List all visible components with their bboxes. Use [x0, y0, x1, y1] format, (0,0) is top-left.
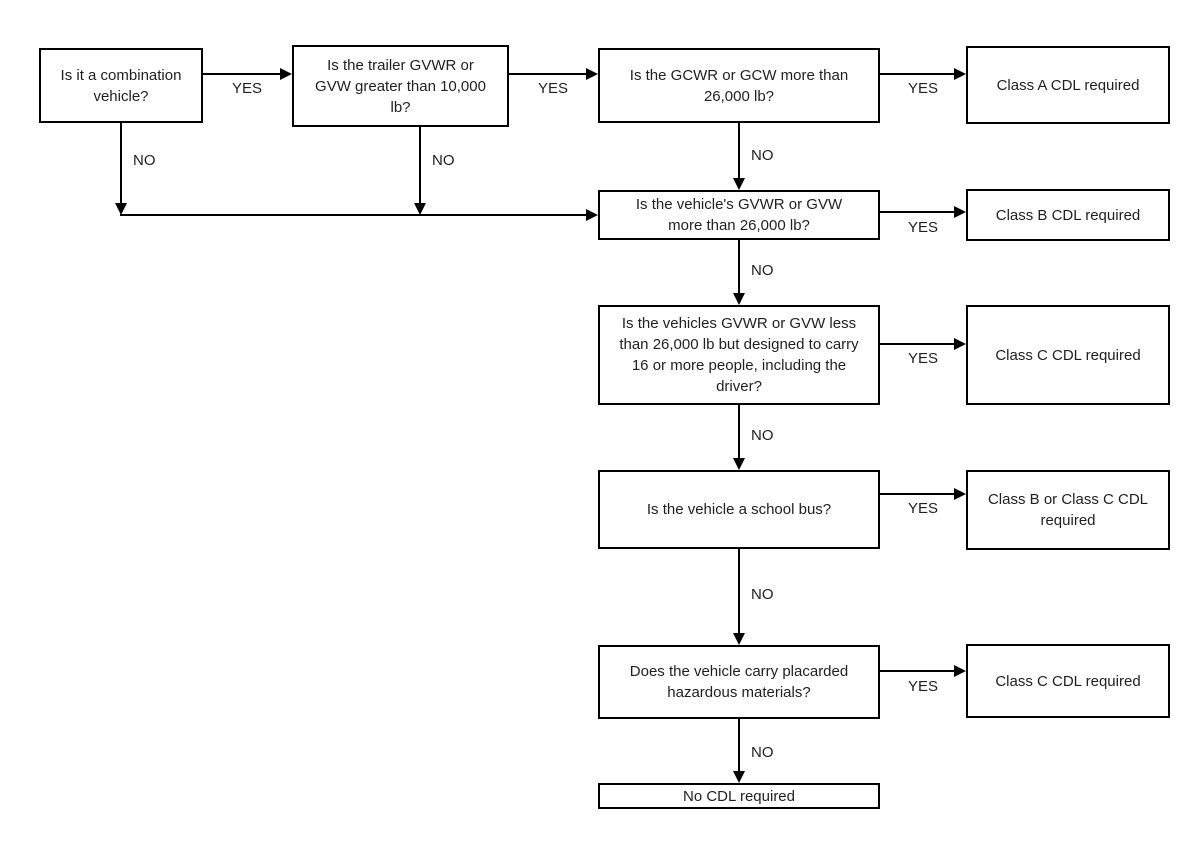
- edge-trailer-no-line: [419, 127, 421, 204]
- arrowhead-down: [733, 771, 745, 783]
- arrowhead-right: [586, 68, 598, 80]
- node-label: Class A CDL required: [996, 76, 1140, 94]
- edge-combination-no-line: [120, 123, 122, 204]
- node-label: Is the GCWR or GCW more than 26,000 lb?: [629, 66, 849, 105]
- edge-label-no: NO: [751, 427, 774, 444]
- node-q-passengers: Is the vehicles GVWR or GVW less than 26…: [598, 305, 880, 405]
- edge-label-no: NO: [133, 152, 156, 169]
- edge-gvwr-classb-line: [880, 211, 955, 213]
- edge-label-no: NO: [751, 586, 774, 603]
- node-label: Class C CDL required: [995, 672, 1141, 690]
- node-r-no-cdl: No CDL required: [598, 783, 880, 809]
- node-r-class-b: Class B CDL required: [966, 189, 1170, 241]
- node-q-school-bus: Is the vehicle a school bus?: [598, 470, 880, 549]
- node-label: Does the vehicle carry placarded hazardo…: [629, 663, 849, 701]
- edge-trailer-gcwr-line: [509, 73, 587, 75]
- arrowhead-right: [586, 209, 598, 221]
- node-r-class-a: Class A CDL required: [966, 46, 1170, 124]
- node-label: Class B or Class C CDL required: [987, 491, 1149, 529]
- edge-label-yes: YES: [908, 350, 939, 367]
- edge-combination-trailer-line: [203, 73, 281, 75]
- node-label: Class B CDL required: [995, 206, 1141, 224]
- node-label: Is the vehicle a school bus?: [646, 501, 832, 518]
- arrowhead-down: [115, 203, 127, 215]
- node-label: Is the vehicles GVWR or GVW less than 26…: [619, 315, 859, 395]
- node-label: No CDL required: [683, 787, 795, 805]
- node-q-trailer: Is the trailer GVWR or GVW greater than …: [292, 45, 509, 127]
- node-r-class-c-hazmat: Class C CDL required: [966, 644, 1170, 718]
- edge-gvwr-no-line: [738, 240, 740, 294]
- arrowhead-right: [954, 338, 966, 350]
- arrowhead-right: [954, 488, 966, 500]
- edge-schoolbus-classboc-line: [880, 493, 955, 495]
- arrowhead-down: [733, 178, 745, 190]
- arrowhead-down: [733, 633, 745, 645]
- edge-label-no: NO: [751, 147, 774, 164]
- arrowhead-down: [733, 458, 745, 470]
- node-label: Is the trailer GVWR or GVW greater than …: [315, 56, 486, 116]
- node-label: Is the vehicle's GVWR or GVW more than 2…: [635, 196, 843, 234]
- node-q-combination: Is it a combination vehicle?: [39, 48, 203, 123]
- arrowhead-right: [954, 665, 966, 677]
- node-q-vehicle-gvwr: Is the vehicle's GVWR or GVW more than 2…: [598, 190, 880, 240]
- edge-gcwr-no-line: [738, 123, 740, 179]
- edge-hazmat-no-line: [738, 719, 740, 772]
- node-r-class-c-passengers: Class C CDL required: [966, 305, 1170, 405]
- node-q-hazmat: Does the vehicle carry placarded hazardo…: [598, 645, 880, 719]
- edge-label-yes: YES: [908, 500, 939, 517]
- edge-passengers-no-line: [738, 405, 740, 459]
- edge-label-yes: YES: [908, 219, 939, 236]
- node-q-gcwr: Is the GCWR or GCW more than 26,000 lb?: [598, 48, 880, 123]
- edge-label-no: NO: [432, 152, 455, 169]
- edge-hazmat-classc-line: [880, 670, 955, 672]
- edge-schoolbus-no-line: [738, 549, 740, 634]
- arrowhead-down: [733, 293, 745, 305]
- arrowhead-right: [954, 206, 966, 218]
- edge-gcwr-classa-line: [880, 73, 955, 75]
- node-label: Is it a combination vehicle?: [60, 66, 182, 105]
- arrowhead-right: [280, 68, 292, 80]
- edge-label-yes: YES: [232, 80, 263, 97]
- edge-label-no: NO: [751, 744, 774, 761]
- connector-to-vehicle-gvwr-line: [120, 214, 588, 216]
- arrowhead-right: [954, 68, 966, 80]
- arrowhead-down: [414, 203, 426, 215]
- edge-label-no: NO: [751, 262, 774, 279]
- edge-label-yes: YES: [908, 678, 939, 695]
- node-label: Class C CDL required: [995, 346, 1141, 364]
- node-r-class-b-or-c: Class B or Class C CDL required: [966, 470, 1170, 550]
- edge-label-yes: YES: [538, 80, 569, 97]
- edge-label-yes: YES: [908, 80, 939, 97]
- edge-passengers-classc-line: [880, 343, 955, 345]
